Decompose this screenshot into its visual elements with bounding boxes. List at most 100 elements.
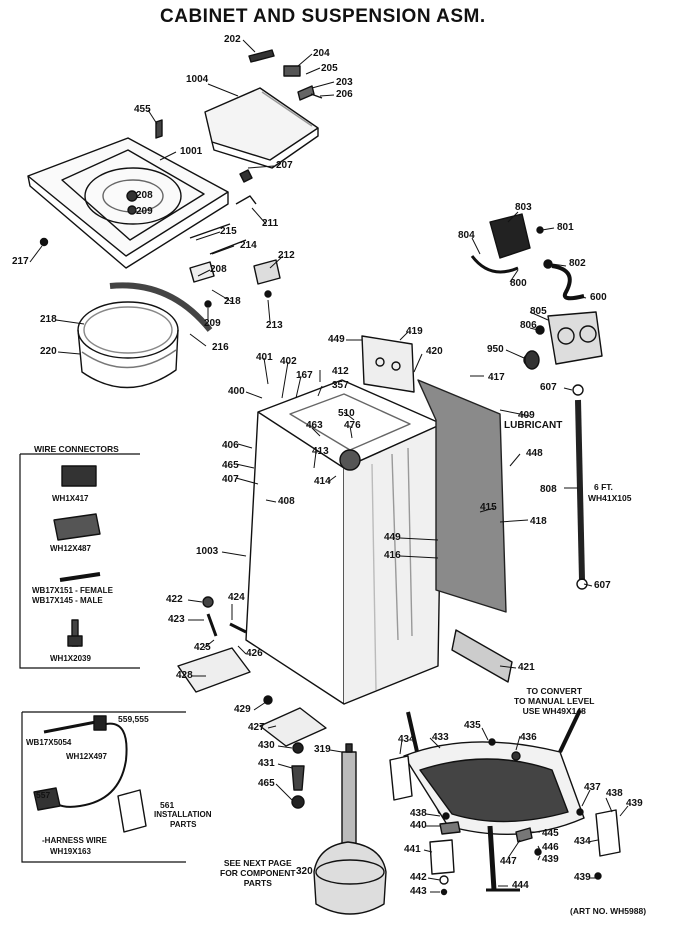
harness-wire-label: -HARNESS WIRE <box>42 836 107 845</box>
callout-439-right: 439 <box>626 798 643 809</box>
wire-connector-wh12x487: WH12X487 <box>50 544 91 553</box>
callout-950: 950 <box>487 344 504 355</box>
callout-320: 320 <box>296 866 313 877</box>
callout-202: 202 <box>224 34 241 45</box>
callout-211: 211 <box>262 218 279 229</box>
callout-442: 442 <box>410 872 427 883</box>
callout-455: 455 <box>134 104 151 115</box>
harness-wh-part: WH12X497 <box>66 752 107 761</box>
callout-607-bottom: 607 <box>594 580 611 591</box>
callout-203: 203 <box>336 77 353 88</box>
callout-438-right: 438 <box>606 788 623 799</box>
harness-wb-part: WB17X5054 <box>26 738 72 747</box>
callout-465-left: 465 <box>222 460 239 471</box>
callout-510: 510 <box>338 408 355 419</box>
callout-407: 407 <box>222 474 239 485</box>
suspension-base-433 <box>403 709 585 892</box>
callout-426: 426 <box>246 648 263 659</box>
callout-406: 406 <box>222 440 239 451</box>
diagram-title: CABINET AND SUSPENSION ASM. <box>160 6 486 27</box>
wire-connectors-frame <box>19 454 140 669</box>
callout-607-top: 607 <box>540 382 557 393</box>
callout-218-mid: 218 <box>224 296 241 307</box>
wire-connector-wh1x417: WH1X417 <box>52 494 89 503</box>
cabinet-1003 <box>245 379 443 705</box>
callout-447: 447 <box>500 856 517 867</box>
note-hose-part: WH41X105 <box>588 493 632 503</box>
callout-417: 417 <box>488 372 505 383</box>
callout-431: 431 <box>258 758 275 769</box>
note-convert: TO CONVERT TO MANUAL LEVEL USE WH49X148 <box>514 686 594 716</box>
callout-443: 443 <box>410 886 427 897</box>
callout-434-left: 434 <box>398 734 415 745</box>
callout-422: 422 <box>166 594 183 605</box>
tub-ring-218-220 <box>77 282 213 389</box>
callout-437: 437 <box>584 782 601 793</box>
callout-434-right: 434 <box>574 836 591 847</box>
callout-429: 429 <box>234 704 251 715</box>
callout-424: 424 <box>228 592 245 603</box>
callout-204: 204 <box>313 48 330 59</box>
callout-415: 415 <box>480 502 497 513</box>
callout-436: 436 <box>520 732 537 743</box>
callout-216: 216 <box>212 342 229 353</box>
wire-connector-male: WB17X145 - MALE <box>32 596 103 605</box>
callout-435: 435 <box>464 720 481 731</box>
callout-413: 413 <box>312 446 329 457</box>
callout-400: 400 <box>228 386 245 397</box>
note-convert-line1: TO CONVERT <box>526 686 583 696</box>
callout-561: 561 <box>160 800 175 810</box>
callout-213: 213 <box>266 320 283 331</box>
leader-lines <box>29 39 629 893</box>
callout-319: 319 <box>314 744 331 755</box>
callout-439-mid: 439 <box>542 854 559 865</box>
callout-217: 217 <box>12 256 29 267</box>
harness-frame <box>21 711 186 863</box>
callout-423: 423 <box>168 614 185 625</box>
note-next-line1: SEE NEXT PAGE <box>223 858 292 868</box>
callout-421: 421 <box>518 662 535 673</box>
callout-441: 441 <box>404 844 421 855</box>
note-convert-line2: TO MANUAL LEVEL <box>514 696 595 706</box>
callout-446: 446 <box>542 842 559 853</box>
callout-418: 418 <box>530 516 547 527</box>
note-next-page: SEE NEXT PAGE FOR COMPONENT PARTS <box>220 858 296 888</box>
callout-209-top: 209 <box>136 206 153 217</box>
callout-206: 206 <box>336 89 353 100</box>
callout-439-bottom: 439 <box>574 872 591 883</box>
art-number: (ART NO. WH5988) <box>570 906 647 916</box>
callout-425: 425 <box>194 642 211 653</box>
callout-808: 808 <box>540 484 557 495</box>
callout-804: 804 <box>458 230 475 241</box>
note-hose-length: 6 FT. <box>594 482 613 492</box>
callout-412: 412 <box>332 366 349 377</box>
callout-214: 214 <box>240 240 257 251</box>
callout-402: 402 <box>280 356 297 367</box>
callout-438-left: 438 <box>410 808 427 819</box>
callout-433: 433 <box>432 732 449 743</box>
top-cover-1001 <box>27 137 229 269</box>
note-next-line2: FOR COMPONENT <box>220 868 296 878</box>
callout-208-top: 208 <box>136 190 153 201</box>
callout-207: 207 <box>276 160 293 171</box>
wire-connectors-title: WIRE CONNECTORS <box>34 444 119 454</box>
callout-600: 600 <box>590 292 607 303</box>
callout-800: 800 <box>510 278 527 289</box>
note-next-line3: PARTS <box>243 878 272 888</box>
callout-220: 220 <box>40 346 57 357</box>
callout-465-bottom: 465 <box>258 778 275 789</box>
callout-205: 205 <box>321 63 338 74</box>
callout-401: 401 <box>256 352 273 363</box>
callout-445: 445 <box>542 828 559 839</box>
wire-connector-female: WB17X151 - FEMALE <box>32 586 113 595</box>
transmission-320 <box>313 743 387 915</box>
callout-448: 448 <box>526 448 543 459</box>
callout-806: 806 <box>520 320 537 331</box>
callout-416: 416 <box>384 550 401 561</box>
callout-444: 444 <box>512 880 529 891</box>
callout-419: 419 <box>406 326 423 337</box>
wire-connector-wh1x2039: WH1X2039 <box>50 654 91 663</box>
callout-440: 440 <box>410 820 427 831</box>
